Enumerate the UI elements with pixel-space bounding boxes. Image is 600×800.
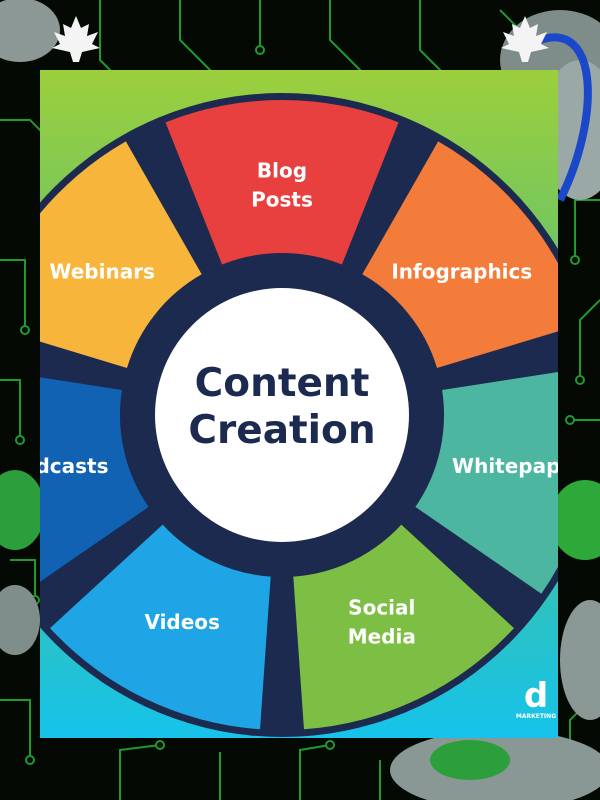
brand-letter: d bbox=[524, 676, 548, 716]
center-label-line-1: Content bbox=[195, 361, 370, 406]
segment-label-whitepapers: Whitepap bbox=[452, 454, 558, 478]
segment-social bbox=[293, 524, 514, 730]
center-circle bbox=[155, 288, 409, 542]
segment-infographics bbox=[362, 141, 558, 369]
segment-label-blog-line-2: Posts bbox=[251, 188, 313, 212]
segment-blog bbox=[165, 100, 399, 265]
segment-label-infographics: Infographics bbox=[391, 260, 532, 284]
segment-label-podcasts: Podcasts bbox=[40, 454, 108, 478]
center-label-line-2: Creation bbox=[188, 408, 375, 453]
segment-label-social-line-2: Media bbox=[348, 625, 416, 649]
segment-label-webinars: Webinars bbox=[49, 260, 155, 284]
brand-logo: d MARKETING bbox=[516, 676, 556, 720]
segment-podcasts bbox=[40, 377, 149, 582]
segment-whitepapers bbox=[415, 371, 558, 594]
segment-label-blog-line-1: Blog bbox=[257, 159, 307, 183]
chrome-blob-bottom bbox=[390, 730, 600, 800]
segment-webinars bbox=[40, 141, 202, 369]
segment-label-social-line-1: Social bbox=[348, 596, 415, 620]
chrome-blob-left bbox=[0, 0, 60, 655]
segment-videos bbox=[50, 524, 271, 730]
maple-leaf-icon bbox=[501, 16, 549, 62]
brand-caption: MARKETING bbox=[516, 713, 556, 720]
maple-leaf-icon bbox=[52, 16, 100, 62]
segment-label-videos: Videos bbox=[144, 610, 220, 634]
